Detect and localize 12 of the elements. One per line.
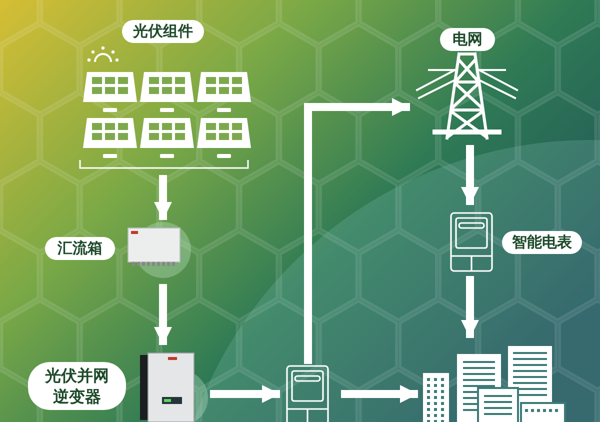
node-label: 汇流箱 — [45, 237, 115, 260]
arrow — [210, 385, 280, 403]
node-label: 电网 — [440, 28, 495, 51]
arrow — [154, 175, 172, 220]
node-label: 光伏并网逆变器 — [28, 362, 126, 410]
arrow — [461, 145, 479, 205]
node-label: 智能电表 — [502, 231, 582, 254]
arrow — [304, 98, 410, 364]
node-label: 光伏组件 — [122, 20, 204, 43]
arrow — [154, 284, 172, 345]
arrow — [341, 385, 418, 403]
arrow — [461, 276, 479, 338]
